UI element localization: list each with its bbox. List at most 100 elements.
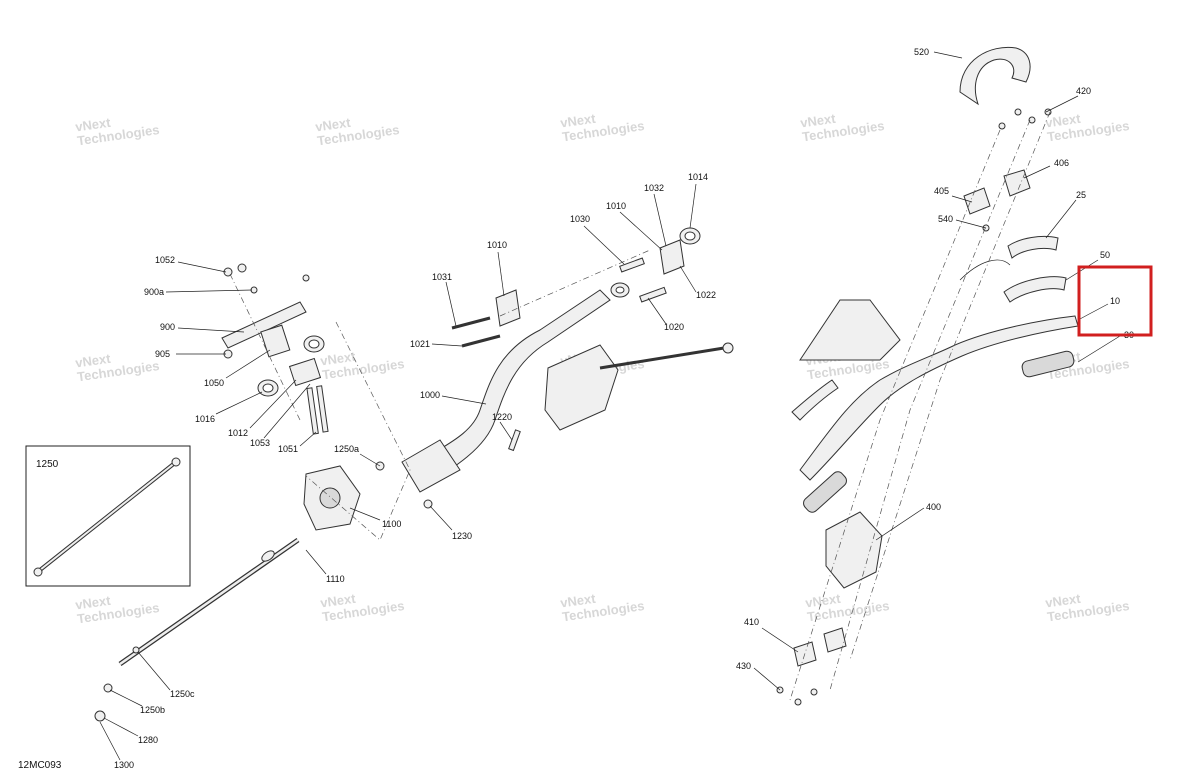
svg-text:vNext: vNext [559,111,597,131]
tie-rod-end [171,457,181,467]
highlight-box-10 [1077,265,1153,337]
alignment-line [229,273,301,421]
leader [933,51,963,59]
leader [431,343,463,347]
callout-905: 905 [155,349,170,359]
callout-1110: 1110 [326,574,345,584]
tie-rod-end-right [722,342,734,354]
leader [263,383,311,439]
grip-50 [1003,276,1067,303]
clamp-1010a [495,289,521,327]
svg-text:vNext: vNext [559,591,597,611]
callout-1022: 1022 [696,290,716,300]
callout-1230: 1230 [452,531,472,541]
svg-text:vNext: vNext [319,349,357,369]
callout-430: 430 [736,661,751,671]
clamp-406 [1003,169,1031,197]
handlebar-end [791,379,839,421]
callout-50: 50 [1100,250,1110,260]
svg-text:vNext: vNext [799,111,837,131]
callout-1020: 1020 [664,322,684,332]
callout-1050: 1050 [204,378,224,388]
bolt-430 [794,698,802,706]
leader [299,431,317,447]
bolt-420 [1014,108,1022,116]
tie-rod-inset-highlight [39,461,177,571]
svg-text:vNext: vNext [1044,591,1082,611]
svg-text:vNext: vNext [1044,111,1082,131]
cable-guide [799,299,901,361]
leader [99,721,121,761]
watermark: vNext Technologies [559,591,645,625]
inset-frame [25,445,191,587]
svg-text:vNext: vNext [319,591,357,611]
leader [1045,95,1079,113]
callout-420: 420 [1076,86,1091,96]
watermark: vNext Technologies [314,115,400,149]
leader [305,549,327,575]
callout-1031: 1031 [432,272,452,282]
support-plate-900 [221,301,307,349]
svg-text:vNext: vNext [804,591,842,611]
leader [653,193,667,247]
alignment-line [305,321,411,541]
bushing-hole [684,231,696,241]
callout-1300: 1300 [114,760,134,770]
leader [103,717,139,737]
alignment-line [499,249,651,317]
clamp-1010b [659,239,685,275]
callout-1280: 1280 [138,735,158,745]
callout-540: 540 [938,214,953,224]
boot [261,550,275,562]
callout-900a: 900a [144,287,164,297]
leader [109,689,143,707]
callout-1000: 1000 [420,390,440,400]
bolt [302,274,310,282]
handlebar-assembly [776,46,1079,706]
tie-rod-right [599,346,725,370]
grip-25 [1007,235,1059,259]
steering-column-1000 [409,289,611,486]
leader [359,453,381,467]
leader [177,261,227,273]
leader [647,297,667,325]
bracket-1053 [288,357,322,387]
leader [583,225,625,265]
nut-1052 [237,263,247,273]
callout-1250a: 1250a [334,444,359,454]
inset-label: 1250 [36,459,59,470]
bracket-1050 [260,324,291,358]
leader [137,651,171,691]
watermark: vNext Technologies [74,593,160,627]
bolt-1051 [306,387,319,435]
watermark: vNext Technologies [319,349,405,383]
gear-housing-hub [319,487,341,509]
callout-1250c: 1250c [170,689,195,699]
watermark: vNext Technologies [74,351,160,385]
svg-text:vNext: vNext [74,115,112,135]
clamp-410b [823,627,847,653]
steering-gearbox-housing [544,344,619,431]
callout-1250b: 1250b [140,705,165,715]
leader [1045,199,1077,239]
bolt-1220 [508,429,521,452]
leader [441,395,487,405]
bushing-hole [262,383,274,393]
watermark: vNext Technologies [1044,111,1130,145]
bolt-430 [810,688,818,696]
bolt-420 [998,122,1006,130]
grip-left [803,471,847,513]
callout-1030: 1030 [570,214,590,224]
leader [1077,303,1109,321]
grip-30 [1021,350,1075,378]
callout-1021: 1021 [410,339,430,349]
leader [225,349,271,379]
leader [1065,259,1099,281]
leader [249,379,297,429]
handlebar-pad-520 [959,46,1031,106]
handlebar-10 [799,315,1079,481]
callout-410: 410 [744,617,759,627]
leader [499,421,513,441]
watermark: vNext Technologies [804,591,890,625]
steering-support-assembly [221,263,329,435]
